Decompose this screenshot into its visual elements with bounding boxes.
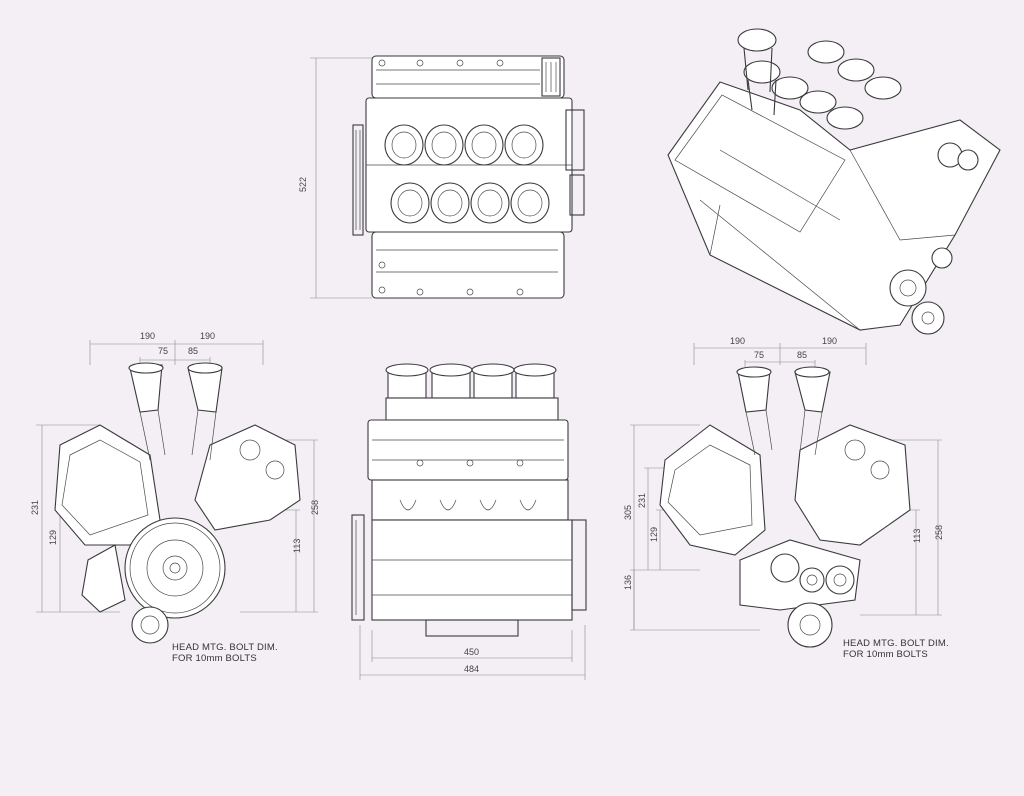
rear-dim-136: 136 <box>623 575 633 590</box>
front-dim-190-left: 190 <box>140 331 155 341</box>
rear-dim-258: 258 <box>934 525 944 540</box>
top-trumpets-upper <box>384 124 544 166</box>
side-dim-450: 450 <box>464 647 479 657</box>
iso-trumpets <box>737 28 902 130</box>
side-trumpets <box>385 363 559 421</box>
iso-pulleys <box>889 142 979 335</box>
rear-view: 190 190 75 85 305 231 129 136 258 113 <box>623 336 949 660</box>
top-trumpets-lower <box>390 182 550 224</box>
side-view: 450 484 <box>351 363 587 680</box>
front-trumpet-right <box>187 367 223 413</box>
front-view: 190 190 75 85 231 129 258 113 <box>30 331 320 664</box>
rear-right-bank <box>794 424 911 546</box>
rear-dim-305: 305 <box>623 505 633 520</box>
front-dim-85: 85 <box>188 346 198 356</box>
side-cam-cover <box>367 419 569 481</box>
rear-dim-129: 129 <box>649 527 659 542</box>
front-dim-231: 231 <box>30 500 40 515</box>
rear-dim-113: 113 <box>912 529 922 543</box>
front-left-bank <box>54 424 161 546</box>
rear-dim-190-right: 190 <box>822 336 837 346</box>
top-front-accessories <box>565 109 585 216</box>
rear-note-line1: HEAD MTG. BOLT DIM. <box>843 638 949 649</box>
front-note-line1: HEAD MTG. BOLT DIM. <box>172 642 278 653</box>
front-right-bank <box>194 424 301 531</box>
top-view-height-dimension: 522 <box>298 57 372 299</box>
top-view: 522 <box>298 55 585 299</box>
top-cam-cover-upper <box>371 55 565 99</box>
front-dim-258: 258 <box>310 500 320 515</box>
front-dim-190-right: 190 <box>200 331 215 341</box>
rear-dim-75: 75 <box>754 350 764 360</box>
rear-dim-85: 85 <box>797 350 807 360</box>
front-flywheel <box>124 517 226 619</box>
side-dim-484: 484 <box>464 664 479 674</box>
rear-trumpet-right <box>794 371 831 413</box>
side-view-dimensions: 450 484 <box>359 625 586 680</box>
side-head <box>371 479 569 521</box>
isometric-view <box>667 28 1001 335</box>
side-block <box>371 519 573 621</box>
dim-522: 522 <box>298 177 308 192</box>
rear-dim-190-left: 190 <box>730 336 745 346</box>
rear-pulleys <box>739 539 861 648</box>
top-cam-cover-lower <box>371 231 565 299</box>
rear-dim-231: 231 <box>637 493 647 508</box>
rear-left-bank <box>659 424 766 556</box>
front-note-line2: FOR 10mm BOLTS <box>172 653 257 664</box>
front-dim-129: 129 <box>48 530 58 545</box>
side-ports <box>399 499 537 511</box>
front-dim-75: 75 <box>158 346 168 356</box>
top-flywheel <box>352 124 364 236</box>
rear-note-line2: FOR 10mm BOLTS <box>843 649 928 660</box>
front-dim-113: 113 <box>292 539 302 553</box>
